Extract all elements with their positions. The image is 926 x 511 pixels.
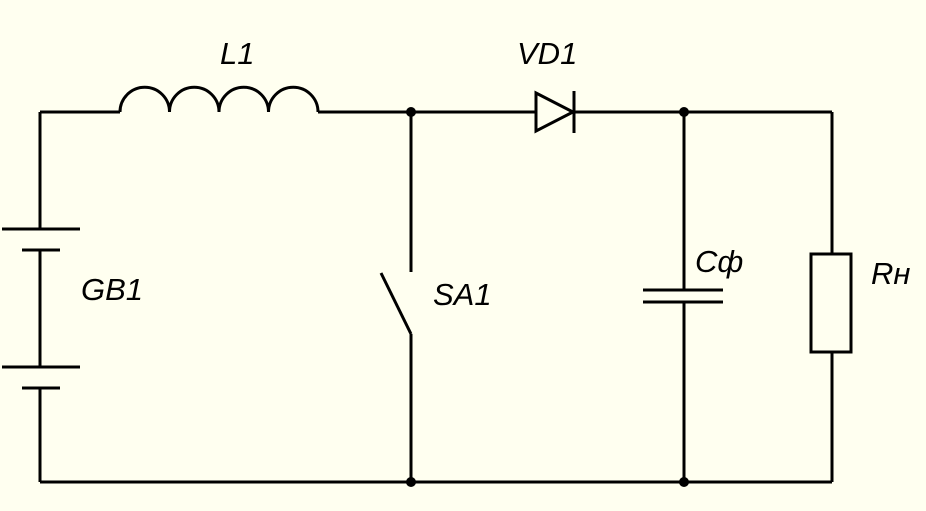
junction-dots xyxy=(406,107,689,487)
switch-label: SA1 xyxy=(433,277,492,312)
diode-label: VD1 xyxy=(517,36,578,71)
diode-triangle xyxy=(534,90,577,134)
diode-symbol xyxy=(534,90,577,134)
resistor-label: Rн xyxy=(871,256,911,291)
inductor-symbol xyxy=(118,85,320,113)
resistor-symbol xyxy=(809,252,853,354)
junction-dot-top-cap xyxy=(679,107,689,117)
junction-dot-bottom-switch xyxy=(406,477,416,487)
wires xyxy=(38,110,834,484)
switch-blade xyxy=(379,272,413,335)
junction-dot-top-switch xyxy=(406,107,416,117)
capacitor-symbol xyxy=(643,288,723,304)
battery-label: GB1 xyxy=(81,272,144,307)
inductor-label: L1 xyxy=(220,36,255,71)
capacitor-label: Cф xyxy=(695,244,744,279)
junction-dot-bottom-cap xyxy=(679,477,689,487)
